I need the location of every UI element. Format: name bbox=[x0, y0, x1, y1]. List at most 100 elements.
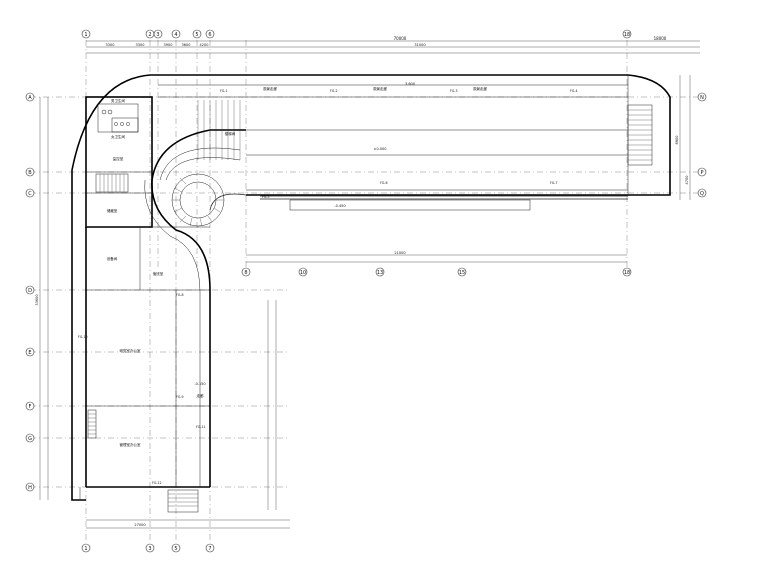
grid-bubble-m13: 13 bbox=[375, 267, 385, 277]
room-office-1: 研究室办公室 bbox=[120, 348, 141, 353]
grid-bubble-b3: 3 bbox=[145, 543, 155, 553]
grid-bubble-m8: 8 bbox=[241, 267, 251, 277]
svg-text:FG-12: FG-12 bbox=[152, 481, 162, 485]
room-office-2: 管理室办公室 bbox=[120, 442, 141, 447]
svg-text:FG-9: FG-9 bbox=[176, 395, 183, 399]
room-toilet-f: 女卫生间 bbox=[111, 134, 125, 139]
svg-text:FG-6: FG-6 bbox=[380, 181, 387, 185]
grid-bubble-G: G bbox=[25, 433, 35, 443]
svg-text:FG-8: FG-8 bbox=[176, 293, 183, 297]
side-dimensions: 33600 27000 21000 8900 4700 bbox=[35, 75, 691, 529]
room-stair-hall: 楼梯间 bbox=[225, 131, 236, 136]
grid-bubble-5: 5 bbox=[192, 29, 202, 39]
svg-text:D: D bbox=[28, 288, 32, 294]
room-gallery-1: 观景走廊 bbox=[263, 86, 277, 91]
top-grid-bubbles: 1 2 3 4 5 6 18 bbox=[81, 29, 632, 39]
room-gallery-2: 观景走廊 bbox=[373, 86, 387, 91]
level-top: 3.600 bbox=[405, 82, 415, 86]
svg-text:FG-10: FG-10 bbox=[78, 335, 88, 339]
svg-text:3600: 3600 bbox=[182, 43, 191, 47]
svg-text:FG-11: FG-11 bbox=[196, 425, 206, 429]
svg-text:6: 6 bbox=[208, 32, 211, 38]
svg-text:7: 7 bbox=[208, 546, 211, 552]
grid-bubble-P: P bbox=[697, 167, 707, 177]
grid-bubble-b1: 1 bbox=[81, 543, 91, 553]
grid-bubble-6: 6 bbox=[205, 29, 215, 39]
room-corridor: 走廊 bbox=[197, 393, 204, 398]
grid-bubble-E: E bbox=[25, 347, 35, 357]
grid-bubble-Q: Q bbox=[697, 188, 707, 198]
grid-bubble-C: C bbox=[25, 188, 35, 198]
grid-bubble-m15: 15 bbox=[457, 267, 467, 277]
svg-text:4700: 4700 bbox=[685, 176, 689, 185]
svg-text:4200: 4200 bbox=[200, 43, 209, 47]
svg-text:4: 4 bbox=[174, 32, 177, 38]
svg-text:F: F bbox=[29, 404, 32, 410]
room-storage: 储藏室 bbox=[107, 208, 118, 213]
svg-text:33600: 33600 bbox=[35, 294, 39, 305]
west-block bbox=[71, 74, 210, 513]
window-tags: FG-1 FG-2 FG-3 FG-4 FG-5 FG-6 FG-7 FG-8 … bbox=[78, 89, 577, 485]
svg-text:2: 2 bbox=[148, 32, 151, 38]
level-marks: ±0.000 -0.450 -0.150 3.600 bbox=[194, 82, 415, 386]
svg-text:G: G bbox=[28, 436, 32, 442]
svg-text:C: C bbox=[28, 191, 32, 197]
svg-text:31000: 31000 bbox=[414, 43, 425, 47]
svg-text:15: 15 bbox=[459, 270, 465, 276]
bottom-grid-bubbles: 1 3 5 7 bbox=[81, 543, 215, 553]
svg-text:3: 3 bbox=[148, 546, 151, 552]
svg-text:3300: 3300 bbox=[106, 43, 115, 47]
grid-bubble-m18: 18 bbox=[622, 267, 632, 277]
grid-bubble-4: 4 bbox=[171, 29, 181, 39]
top-dimensions: 70000 18000 3300 3300 3900 3600 4200 310… bbox=[86, 36, 700, 54]
svg-text:3: 3 bbox=[156, 32, 159, 38]
east-stair bbox=[627, 104, 653, 166]
curved-ramp bbox=[144, 100, 247, 487]
svg-text:B: B bbox=[28, 170, 32, 176]
grid-bubble-2: 2 bbox=[145, 29, 155, 39]
room-labels: 男卫生间 女卫生间 监控室 储藏室 设备间 值班室 研究室办公室 管理室办公室 … bbox=[107, 86, 488, 447]
svg-text:FG-5: FG-5 bbox=[262, 195, 269, 199]
grid-bubble-A: A bbox=[25, 92, 35, 102]
svg-text:70000: 70000 bbox=[394, 36, 407, 41]
svg-text:21000: 21000 bbox=[394, 251, 405, 255]
svg-text:E: E bbox=[28, 350, 31, 356]
grid-bubble-B: B bbox=[25, 167, 35, 177]
svg-text:8: 8 bbox=[244, 270, 247, 276]
svg-text:H: H bbox=[28, 485, 32, 491]
svg-text:3300: 3300 bbox=[136, 43, 145, 47]
left-grid-bubbles: A B C D E F G H bbox=[25, 92, 35, 492]
grid-bubble-N: N bbox=[697, 92, 707, 102]
level-terrace: -0.150 bbox=[194, 382, 205, 386]
grid-bubble-1: 1 bbox=[81, 29, 91, 39]
grid-bubble-3: 3 bbox=[153, 29, 163, 39]
svg-text:FG-3: FG-3 bbox=[450, 89, 457, 93]
svg-text:5: 5 bbox=[195, 32, 198, 38]
svg-text:N: N bbox=[700, 95, 704, 101]
room-toilet-m: 男卫生间 bbox=[111, 98, 125, 103]
room-gallery-3: 观景走廊 bbox=[473, 86, 487, 91]
grid-bubble-H: H bbox=[25, 482, 35, 492]
grid-bubble-b7: 7 bbox=[205, 543, 215, 553]
svg-text:Q: Q bbox=[700, 191, 704, 197]
svg-text:FG-2: FG-2 bbox=[330, 89, 337, 93]
svg-text:13: 13 bbox=[377, 270, 383, 276]
svg-text:A: A bbox=[28, 95, 32, 101]
mid-grid-bubbles: 8 10 13 15 18 bbox=[241, 267, 632, 277]
svg-text:18: 18 bbox=[624, 32, 630, 38]
svg-text:FG-7: FG-7 bbox=[550, 181, 557, 185]
grid-bubble-m10: 10 bbox=[298, 267, 308, 277]
svg-text:3900: 3900 bbox=[164, 43, 173, 47]
svg-text:5: 5 bbox=[174, 546, 177, 552]
right-grid-bubbles: N P Q bbox=[697, 92, 707, 198]
grid-bubble-18: 18 bbox=[622, 29, 632, 39]
room-equipment: 设备间 bbox=[107, 256, 118, 261]
level-low: -0.450 bbox=[334, 204, 345, 208]
svg-text:27000: 27000 bbox=[134, 523, 145, 527]
svg-text:18000: 18000 bbox=[654, 36, 667, 41]
svg-text:8900: 8900 bbox=[675, 136, 679, 145]
svg-text:1: 1 bbox=[84, 32, 87, 38]
grid-bubble-D: D bbox=[25, 285, 35, 295]
svg-text:1: 1 bbox=[84, 546, 87, 552]
